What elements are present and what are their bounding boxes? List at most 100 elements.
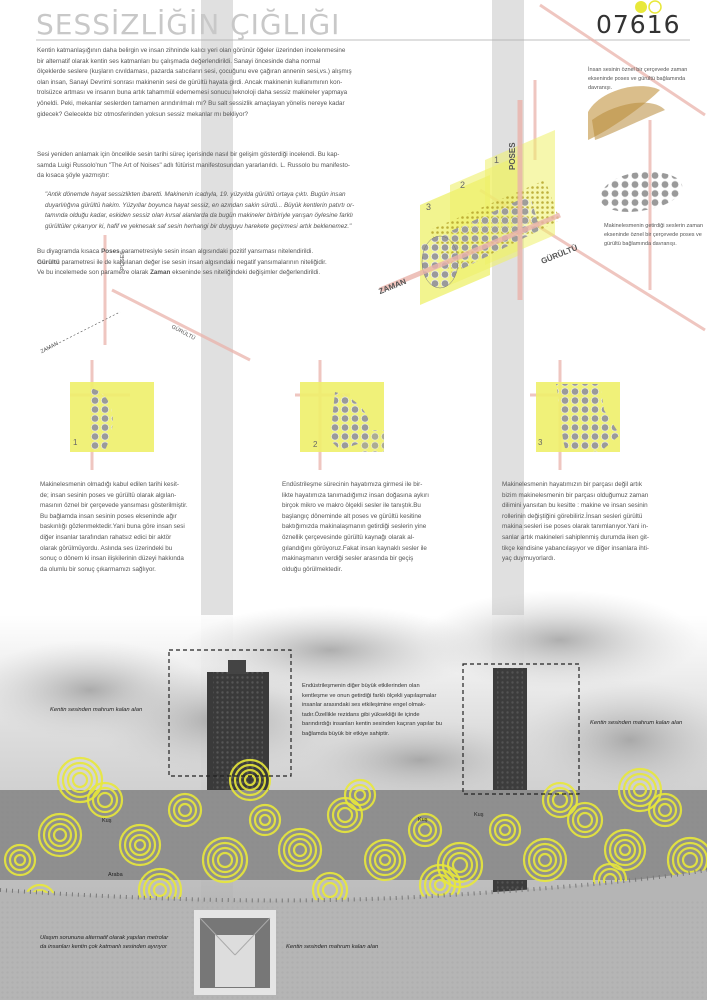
sound-ring	[657, 802, 673, 818]
sound-ring	[206, 841, 244, 879]
sound-ring	[613, 838, 637, 862]
sound-ring	[248, 803, 282, 837]
sound-ring	[91, 786, 119, 814]
sound-ring	[571, 806, 599, 834]
sound-ring	[527, 842, 563, 878]
sound-ring	[566, 801, 604, 839]
sound-ring	[238, 768, 262, 792]
sound-ring	[321, 881, 339, 899]
sound-ring	[56, 756, 104, 804]
sound-ring	[96, 791, 114, 809]
muted-area-label-bottom: Kentin sesinden mahrum kalan alan	[286, 944, 379, 950]
sound-ring	[652, 797, 678, 823]
diagram-explanation: Bu diyagramda kısaca Poses parametresiyl…	[37, 248, 327, 277]
axis-label-poses-small: POSES	[120, 251, 126, 270]
label-kus-3: Kuş	[474, 812, 484, 818]
sound-ring	[52, 827, 68, 843]
metro-photo	[194, 910, 276, 995]
sound-ring	[348, 783, 372, 807]
sound-ring	[681, 851, 699, 869]
sound-ring	[498, 823, 512, 837]
sound-ring	[428, 873, 452, 897]
sound-ring	[433, 878, 447, 892]
axis-label-poses: POSES	[508, 142, 517, 170]
sound-ring	[541, 781, 579, 819]
yellow-ring-icon	[648, 0, 662, 14]
sound-ring	[152, 882, 168, 898]
sound-ring	[417, 822, 433, 838]
small-diagram-number-3: 3	[538, 438, 543, 447]
russolo-intro: Sesi yeniden anlamak için öncelikle sesi…	[37, 151, 350, 180]
sound-ring	[522, 837, 568, 883]
label-araba: Araba	[108, 872, 123, 878]
sound-rings	[3, 756, 707, 917]
sound-ring	[551, 791, 569, 809]
sound-ring	[576, 811, 594, 829]
sound-ring	[368, 843, 402, 877]
small-diagram-3	[536, 382, 620, 452]
sound-ring	[622, 772, 658, 808]
column-text-1: Makinelesmenin olmadığı kabul edilen tar…	[40, 481, 188, 573]
sound-ring	[167, 792, 203, 828]
sound-ring	[292, 842, 308, 858]
page-title: SESSİZLİĞİN ÇIĞLIĞI	[36, 8, 341, 41]
intro-paragraph: Kentin katmanlaşığının daha belirgin ve …	[37, 47, 352, 118]
layer-number-3: 3	[426, 202, 432, 212]
brush-stroke-human	[588, 86, 665, 140]
muted-area-box-left	[168, 649, 292, 777]
label-kus-1: Kuş	[102, 818, 112, 824]
sound-ring	[172, 797, 198, 823]
sound-ring	[287, 837, 313, 863]
small-diagram-number-2: 2	[313, 440, 318, 449]
sound-ring	[336, 806, 354, 824]
sound-ring	[343, 778, 377, 812]
hex-blob-machine	[599, 171, 683, 212]
sound-ring	[627, 777, 653, 803]
russolo-quote: "Antik dönemde hayat sessizlikten ibaret…	[45, 191, 355, 230]
city-paragraph: Endüstrileşmenin diğer büyük etkilerinde…	[302, 683, 443, 737]
column-text-3: Makinelesmenin hayatımızın bir parçası d…	[502, 481, 650, 563]
sound-ring	[133, 838, 147, 852]
project-code: 07616	[596, 10, 681, 39]
sound-ring	[407, 812, 443, 848]
sound-ring	[13, 853, 27, 867]
sound-ring	[488, 813, 522, 847]
muted-area-label-right: Kentin sesinden mahrum kalan alan	[590, 720, 683, 726]
sound-ring	[253, 808, 277, 832]
sound-ring	[37, 812, 83, 858]
sound-ring	[618, 843, 632, 857]
sound-ring	[282, 832, 318, 868]
sound-ring	[353, 788, 367, 802]
sound-ring	[412, 817, 438, 843]
sound-ring	[608, 833, 642, 867]
sound-ring	[233, 763, 267, 797]
sound-ring	[8, 848, 32, 872]
sound-ring	[532, 847, 558, 873]
small-diagram-2	[300, 382, 384, 452]
sound-ring	[128, 833, 152, 857]
metro-note: Ulaşım sorununa alternatif olarak yapıla…	[40, 935, 169, 950]
sound-ring	[373, 848, 397, 872]
sound-ring	[201, 836, 249, 884]
layer-number-1: 1	[494, 155, 500, 165]
sound-ring	[632, 782, 648, 798]
small-diagram-number-1: 1	[73, 438, 78, 447]
sound-ring	[493, 818, 517, 842]
clouds	[0, 590, 707, 800]
sound-ring	[216, 851, 234, 869]
low-buildings	[0, 790, 707, 880]
sound-ring	[603, 828, 647, 872]
small-diagram-1	[70, 382, 154, 452]
label-kus-2: Kuş	[418, 817, 428, 823]
column-text-2: Endüstrileşme sürecinin hayatımıza girme…	[282, 481, 429, 573]
sound-ring	[546, 786, 574, 814]
layer-number-2: 2	[460, 180, 466, 190]
sound-ring	[118, 823, 162, 867]
sound-ring	[258, 813, 272, 827]
sound-ring	[537, 852, 553, 868]
sound-ring	[378, 853, 392, 867]
sound-ring	[123, 828, 157, 862]
sound-ring	[61, 761, 99, 799]
